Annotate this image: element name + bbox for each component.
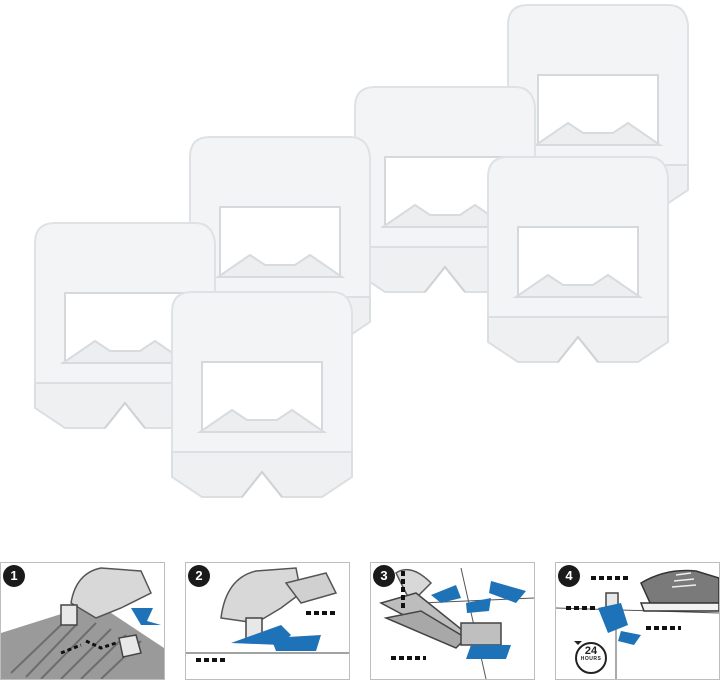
clip-insert-icon xyxy=(1,567,164,679)
clip-middle-right xyxy=(487,156,669,363)
step-number-badge: 4 xyxy=(558,565,580,587)
step-panel-1: 1 xyxy=(0,562,165,680)
step-number-badge: 3 xyxy=(373,565,395,587)
timer-unit: HOURS xyxy=(580,656,602,662)
step-number-badge: 1 xyxy=(3,565,25,587)
pliers-tighten-icon xyxy=(379,567,534,679)
step-panel-4: 4 24 HOURS xyxy=(555,562,720,680)
step-panel-2: 2 xyxy=(185,562,350,680)
wedge-insert-icon xyxy=(186,567,349,662)
product-photo xyxy=(34,4,689,498)
timer-value: 24 xyxy=(584,645,598,657)
timer-icon: 24 HOURS xyxy=(575,645,607,662)
kick-remove-icon xyxy=(556,569,719,679)
step-number-badge: 2 xyxy=(188,565,210,587)
clip-front-center xyxy=(171,291,353,498)
step-panel-3: 3 xyxy=(370,562,535,680)
